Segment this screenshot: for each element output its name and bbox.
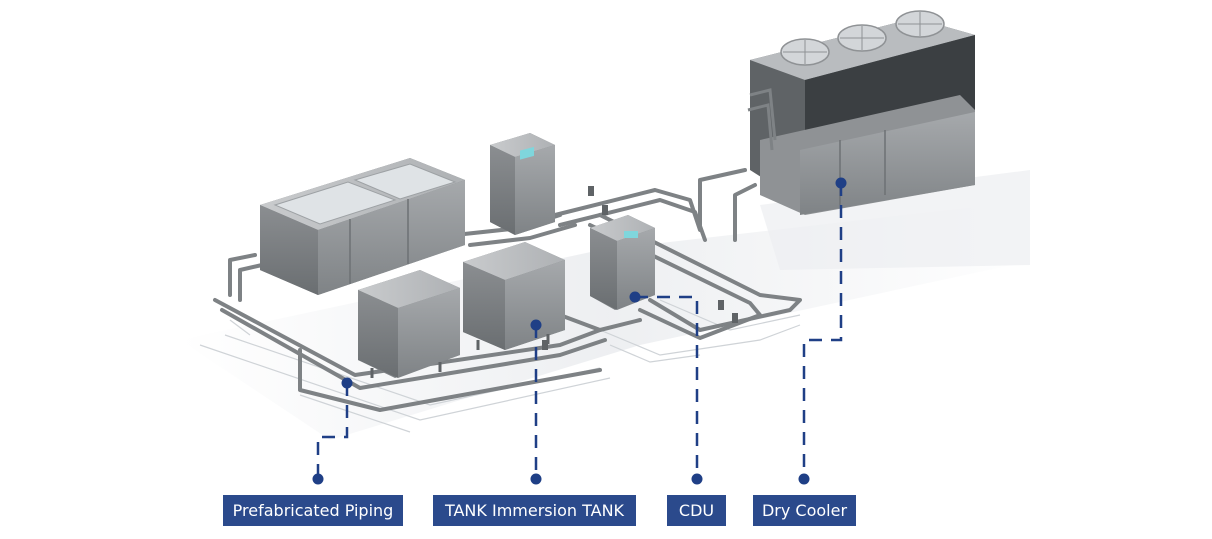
label-cdu: CDU (667, 495, 726, 526)
callout-line-cdu (635, 295, 699, 476)
callout-dot-dry-cooler-top (835, 177, 847, 189)
callout-line-dry-cooler (802, 183, 843, 476)
callout-dot-cdu-top (629, 291, 641, 303)
callout-dot-dry-cooler-bottom (798, 473, 810, 485)
callout-dot-tank-bottom (530, 473, 542, 485)
callout-dot-piping-bottom (312, 473, 324, 485)
label-immersion-tank: TANK Immersion TANK (433, 495, 636, 526)
immersion-tank-2 (463, 242, 565, 350)
control-cabinet (490, 133, 555, 235)
callout-dot-piping-top (341, 377, 353, 389)
large-storage-tank (260, 158, 465, 295)
callout-line-piping (316, 383, 349, 476)
cdu-unit (590, 215, 655, 310)
immersion-tank-1 (358, 270, 460, 378)
pipe-fittings (542, 186, 738, 350)
floor-shadow (180, 170, 1035, 440)
label-dry-cooler: Dry Cooler (753, 495, 856, 526)
dry-cooler-unit (747, 10, 975, 215)
label-prefabricated-piping: Prefabricated Piping (223, 495, 403, 526)
callout-dots (312, 177, 847, 485)
callouts (316, 183, 843, 476)
callout-dot-cdu-bottom (691, 473, 703, 485)
callout-dot-tank-top (530, 319, 542, 331)
